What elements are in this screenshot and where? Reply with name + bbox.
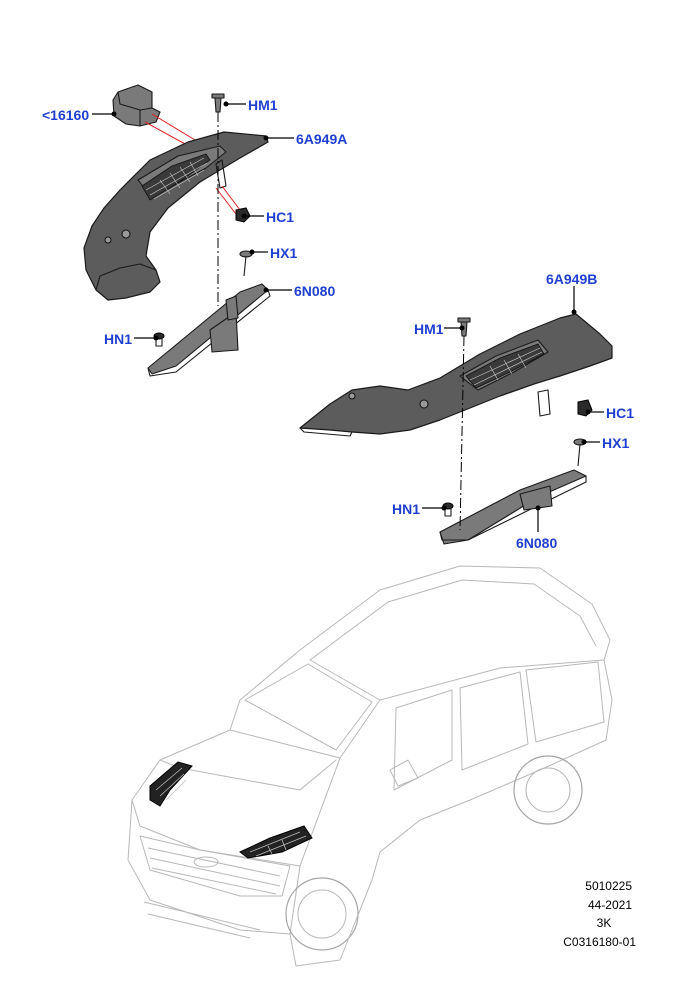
locator-vent-right (239, 825, 313, 859)
callout-6n080-b: 6N080 (516, 535, 557, 551)
cover-6a949b (299, 313, 613, 437)
locator-vent-left (149, 761, 193, 807)
callout-hc1-b: HC1 (606, 405, 634, 421)
red-guide-3 (221, 185, 241, 211)
ref-line-4: C0316180-01 (563, 935, 636, 949)
callout-labels: <16160 HM1 6A949A HC1 HX1 6N080 HN1 6A94… (42, 97, 634, 551)
screw-hm1-a (211, 93, 225, 113)
callout-hn1-b: HN1 (392, 501, 420, 517)
reference-block: 5010225 44-2021 3K C0316180-01 (563, 879, 636, 949)
callout-6n080-a: 6N080 (294, 283, 335, 299)
cover-6a949b-grille (465, 343, 545, 389)
ref-line-1: 5010225 (585, 879, 632, 893)
callout-hx1-b: HX1 (602, 435, 629, 451)
callout-hx1-a: HX1 (270, 245, 297, 261)
bracket-6n080-a (147, 283, 271, 377)
red-guide-4 (215, 187, 237, 215)
cover-6a949a-grille (141, 153, 211, 201)
vehicle-locator (127, 565, 613, 967)
callout-leaders (92, 101, 604, 532)
bracket-16160 (112, 84, 161, 127)
callout-16160: <16160 (42, 107, 89, 123)
assembly-right (299, 313, 613, 545)
callout-6a949a: 6A949A (296, 131, 347, 147)
callout-hm1-b: HM1 (414, 321, 444, 337)
bracket-6n080-b (439, 469, 587, 545)
centerline-b (459, 335, 465, 531)
cover-6a949a (83, 131, 269, 301)
callout-hc1-a: HC1 (266, 209, 294, 225)
fastener-hx1-a (239, 250, 253, 277)
callout-6a949b: 6A949B (546, 271, 597, 287)
callout-hm1-a: HM1 (248, 97, 278, 113)
ref-line-3: 3K (597, 916, 612, 930)
callout-hn1-a: HN1 (104, 331, 132, 347)
ref-line-2: 44-2021 (588, 898, 632, 912)
